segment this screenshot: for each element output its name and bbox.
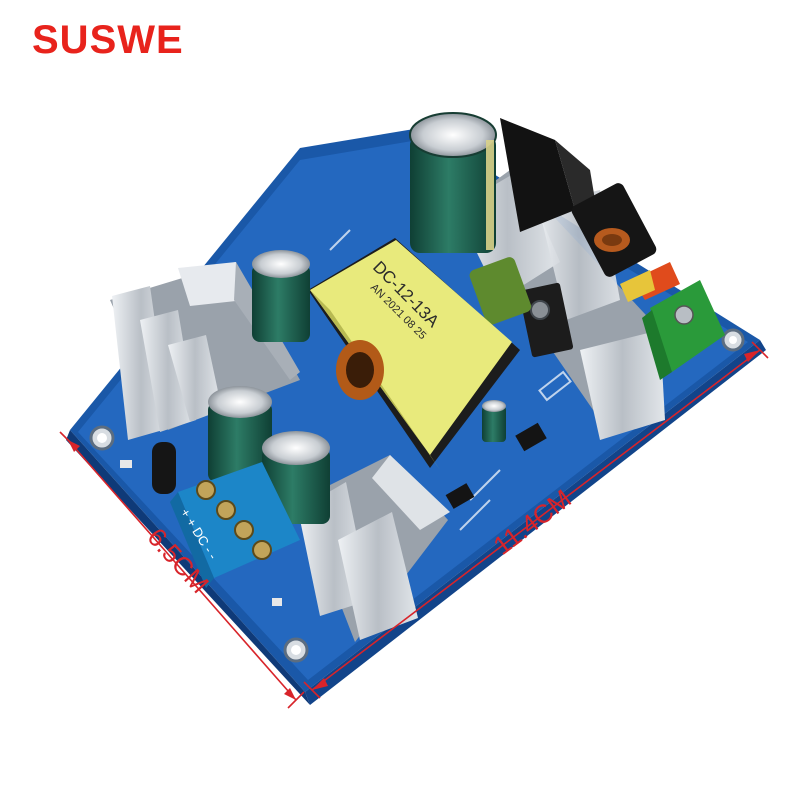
brand-logo: SUSWE bbox=[32, 18, 184, 62]
capacitor-small bbox=[482, 400, 506, 442]
capacitor-medium bbox=[252, 250, 310, 342]
terminal-block-dc: + + DC - - bbox=[170, 462, 300, 588]
transformer: DC-12-13A AN 2021 08 25 bbox=[308, 238, 520, 470]
inductor-left bbox=[152, 442, 176, 494]
choke-coil bbox=[571, 183, 657, 277]
capacitor-output-1 bbox=[208, 386, 272, 482]
capacitor-large bbox=[409, 112, 497, 253]
silkscreen bbox=[329, 229, 572, 531]
x-capacitor bbox=[469, 257, 532, 325]
dimension-width bbox=[59, 431, 305, 709]
mounting-holes bbox=[89, 328, 745, 663]
dimension-length bbox=[303, 341, 769, 699]
heatsink-bottom bbox=[298, 455, 450, 642]
terminal-block-ac bbox=[620, 262, 725, 380]
ic-chips bbox=[120, 422, 547, 606]
heatsink-right bbox=[455, 170, 665, 440]
